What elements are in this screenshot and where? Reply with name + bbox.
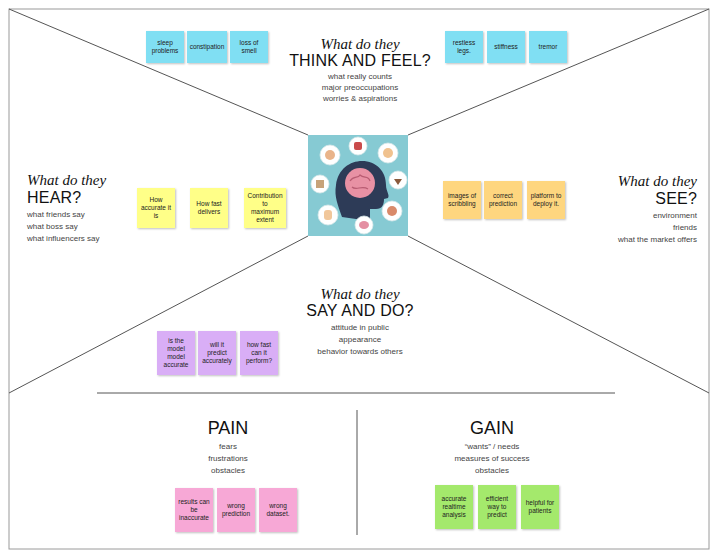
heading-prefix: What do they <box>320 36 399 53</box>
note-text: images of scribbling <box>446 192 478 208</box>
note-text: how fast can it perform? <box>243 341 275 365</box>
note-text: results can be inaccurate <box>178 498 210 522</box>
sticky-note: stiffness <box>487 31 525 63</box>
section-hint: frustrations <box>208 455 248 464</box>
sticky-note: helpful for patients <box>521 485 559 529</box>
section-hint: what really counts <box>328 73 392 82</box>
note-text: wrong dataset. <box>262 502 294 518</box>
sticky-note: constipation <box>187 31 228 63</box>
section-hint: “wants” / needs <box>465 443 520 452</box>
section-hint: friends <box>673 224 697 233</box>
sticky-note: how fast can it perform? <box>240 331 278 375</box>
section-hint: attitude in public <box>331 324 389 333</box>
note-text: accurate realtime analysis <box>438 495 470 519</box>
note-text: sleep problems <box>149 39 181 55</box>
section-hint: what friends say <box>27 211 85 220</box>
note-text: constipation <box>190 43 225 51</box>
sticky-note: efficient way to predict <box>478 485 516 529</box>
sticky-note: How accurate it is <box>137 188 175 228</box>
note-text: will it predict accurately <box>201 341 233 365</box>
heading-prefix: What do they <box>618 173 697 190</box>
note-text: correct prediction <box>487 192 519 208</box>
sticky-note: sleep problems <box>146 31 184 63</box>
sticky-note: Contribution to maximum extent <box>244 188 285 228</box>
note-text: is the model model accurate <box>160 337 192 370</box>
section-hint: obstacles <box>475 467 509 476</box>
note-text: restless legs. <box>448 39 480 55</box>
sticky-note: correct prediction <box>484 181 522 219</box>
section-hint: environment <box>653 212 697 221</box>
note-text: stiffness <box>494 43 518 51</box>
note-text: wrong prediction <box>220 502 252 518</box>
section-hint: what boss say <box>27 223 78 232</box>
section-hint: measures of success <box>454 455 529 464</box>
sticky-note: will it predict accurately <box>198 331 236 375</box>
section-heading: PAIN <box>208 419 249 439</box>
section-heading: SAY AND DO? <box>306 302 413 320</box>
section-heading: THINK AND FEEL? <box>289 52 431 70</box>
section-hint: major preoccupations <box>322 84 398 93</box>
outer-border <box>9 9 709 549</box>
section-hint: fears <box>219 443 237 452</box>
heading-prefix: What do they <box>320 286 399 303</box>
note-text: loss of smell <box>233 39 265 55</box>
section-heading: SEE? <box>655 190 697 208</box>
note-text: How accurate it is <box>140 196 172 220</box>
sticky-note: accurate realtime analysis <box>435 485 473 529</box>
heading-prefix: What do they <box>27 172 106 189</box>
note-text: efficient way to predict <box>481 495 513 519</box>
head-illustration <box>308 135 408 236</box>
section-hint: worries & aspirations <box>323 95 397 104</box>
sticky-note: wrong dataset. <box>259 488 297 532</box>
section-heading: HEAR? <box>27 189 81 207</box>
note-text: helpful for patients <box>524 499 556 515</box>
section-hint: what influencers say <box>27 235 99 244</box>
note-text: platform to deploy it. <box>530 192 562 208</box>
sticky-note: restless legs. <box>445 31 483 63</box>
divider-lines <box>9 9 709 535</box>
section-heading: GAIN <box>470 419 514 439</box>
section-hint: appearance <box>339 336 381 345</box>
sticky-note: wrong prediction <box>217 488 255 532</box>
sticky-note: is the model model accurate <box>157 331 195 375</box>
note-text: How fast delivers <box>193 200 225 216</box>
note-text: tremor <box>539 43 558 51</box>
sticky-note: images of scribbling <box>443 181 481 219</box>
sticky-note: tremor <box>529 31 567 63</box>
section-hint: behavior towards others <box>317 348 402 357</box>
note-text: Contribution to maximum extent <box>247 192 282 225</box>
sticky-note: loss of smell <box>230 31 268 63</box>
sticky-note: How fast delivers <box>190 188 228 228</box>
section-hint: what the market offers <box>618 236 697 245</box>
section-hint: obstacles <box>211 467 245 476</box>
sticky-note: platform to deploy it. <box>527 181 565 219</box>
sticky-note: results can be inaccurate <box>175 488 213 532</box>
